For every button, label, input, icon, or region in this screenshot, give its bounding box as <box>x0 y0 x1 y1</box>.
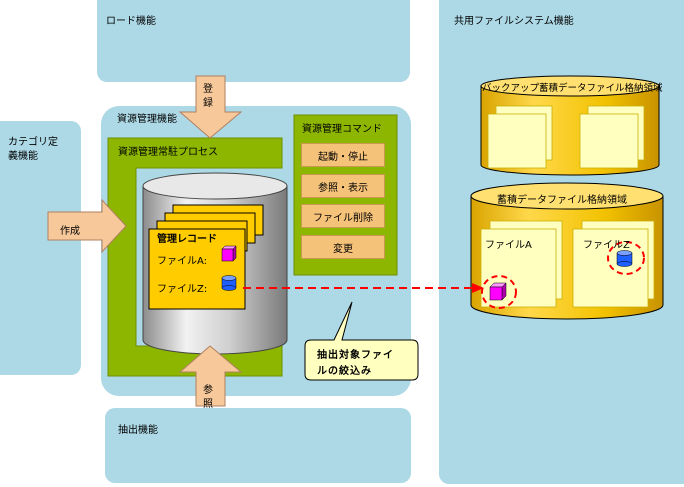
storage-cylinder-top <box>470 182 664 210</box>
record-file-a-label: ファイルA: <box>157 256 208 267</box>
refer-arrow-label-2: 照 <box>203 399 213 410</box>
narrowing-callout <box>304 301 419 381</box>
extract-function-panel <box>105 408 411 483</box>
extraction-link-arrowhead <box>472 283 484 293</box>
category-function-label-2: 義機能 <box>8 151 38 162</box>
backup-area-label: バックアップ蓄積データファイル格納領域 <box>482 83 663 94</box>
create-arrow <box>47 198 127 254</box>
refer-arrow <box>178 345 243 407</box>
register-arrow-label-1: 登 <box>203 84 213 95</box>
backup-storage-cylinder-top <box>480 75 660 97</box>
command-refer-display[interactable]: 参照・表示 <box>301 174 385 198</box>
record-file-z-label: ファイルZ: <box>157 284 208 295</box>
refer-arrow-label-1: 参 <box>203 385 213 396</box>
resource-mgmt-label: 資源管理機能 <box>117 114 177 125</box>
record-title: 管理レコード <box>157 234 217 245</box>
record-magenta-cube-icon <box>221 245 237 262</box>
backup-file-z <box>579 113 639 169</box>
storage-file-a-highlight-circle <box>481 275 517 309</box>
load-function-label: ロード機能 <box>106 16 156 27</box>
management-record <box>148 228 246 310</box>
command-file-delete[interactable]: ファイル削除 <box>301 204 385 228</box>
storage-file-z-label: ファイルZ <box>583 240 630 251</box>
register-arrow <box>178 75 243 139</box>
resident-process-frame <box>107 137 283 377</box>
command-change[interactable]: 変更 <box>301 235 385 259</box>
storage-file-z-highlight-circle <box>607 241 645 275</box>
storage-magenta-cube-icon <box>489 282 507 301</box>
category-function-panel <box>0 121 81 375</box>
database-cylinder-top <box>142 172 288 200</box>
shared-fs-label: 共用ファイルシステム機能 <box>454 16 574 27</box>
extract-function-label: 抽出機能 <box>118 425 158 436</box>
callout-line-2: ルの絞込み <box>317 366 372 377</box>
load-function-panel <box>97 0 410 82</box>
storage-file-z <box>572 228 649 308</box>
storage-file-a-label: ファイルA <box>485 240 532 251</box>
resident-process-label: 資源管理常駐プロセス <box>118 147 218 158</box>
callout-line-1: 抽出対象ファイ <box>317 350 394 361</box>
storage-blue-cylinder-icon <box>616 250 633 267</box>
register-arrow-label-2: 録 <box>203 98 213 109</box>
backup-file-a <box>487 113 547 169</box>
commands-title: 資源管理コマンド <box>302 124 382 135</box>
command-start-stop[interactable]: 起動・停止 <box>301 143 385 167</box>
storage-area-label: 蓄積データファイル格納領域 <box>497 195 627 206</box>
record-blue-cylinder-icon <box>221 275 237 291</box>
category-function-label-1: カテゴリ定 <box>8 137 58 148</box>
create-arrow-label: 作成 <box>60 226 80 237</box>
